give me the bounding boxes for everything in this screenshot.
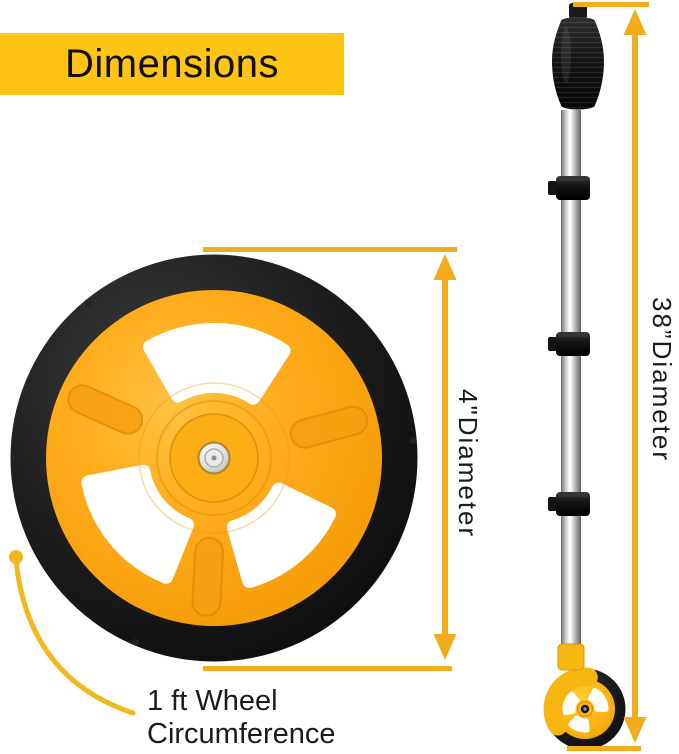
wheel-circumference-caption: 1 ft Wheel Circumference [147,685,336,751]
arrow-up-icon [623,9,647,35]
pole-height-dimension-arrow [567,2,649,751]
pole-clamp [548,492,590,516]
wheel-diameter-dimension-arrow [203,247,457,671]
dimensions-banner-label: Dimensions [65,41,279,86]
pole-height-label: 38”Diameter [647,297,677,463]
wheel-fork-collar [557,643,585,671]
grip-highlight [561,27,571,83]
caption-line-1: 1 ft Wheel [147,685,278,717]
arrow-up-icon [433,254,457,280]
small-wheel-fender [543,643,598,736]
dimensions-banner: Dimensions [0,33,344,95]
arrow-down-icon [433,634,457,660]
wheel-diameter-label: 4"Diameter [453,389,483,539]
large-measuring-wheel-illustration [10,254,418,662]
caption-line-2: Circumference [147,718,336,750]
leader-dot [9,550,23,564]
circumference-leader-line [9,550,136,716]
pole-clamp [548,176,590,200]
grip-knurl-texture [552,17,604,110]
pole-clamp [548,332,590,356]
arrow-down-icon [623,717,647,743]
telescoping-pole-illustration [548,3,604,650]
